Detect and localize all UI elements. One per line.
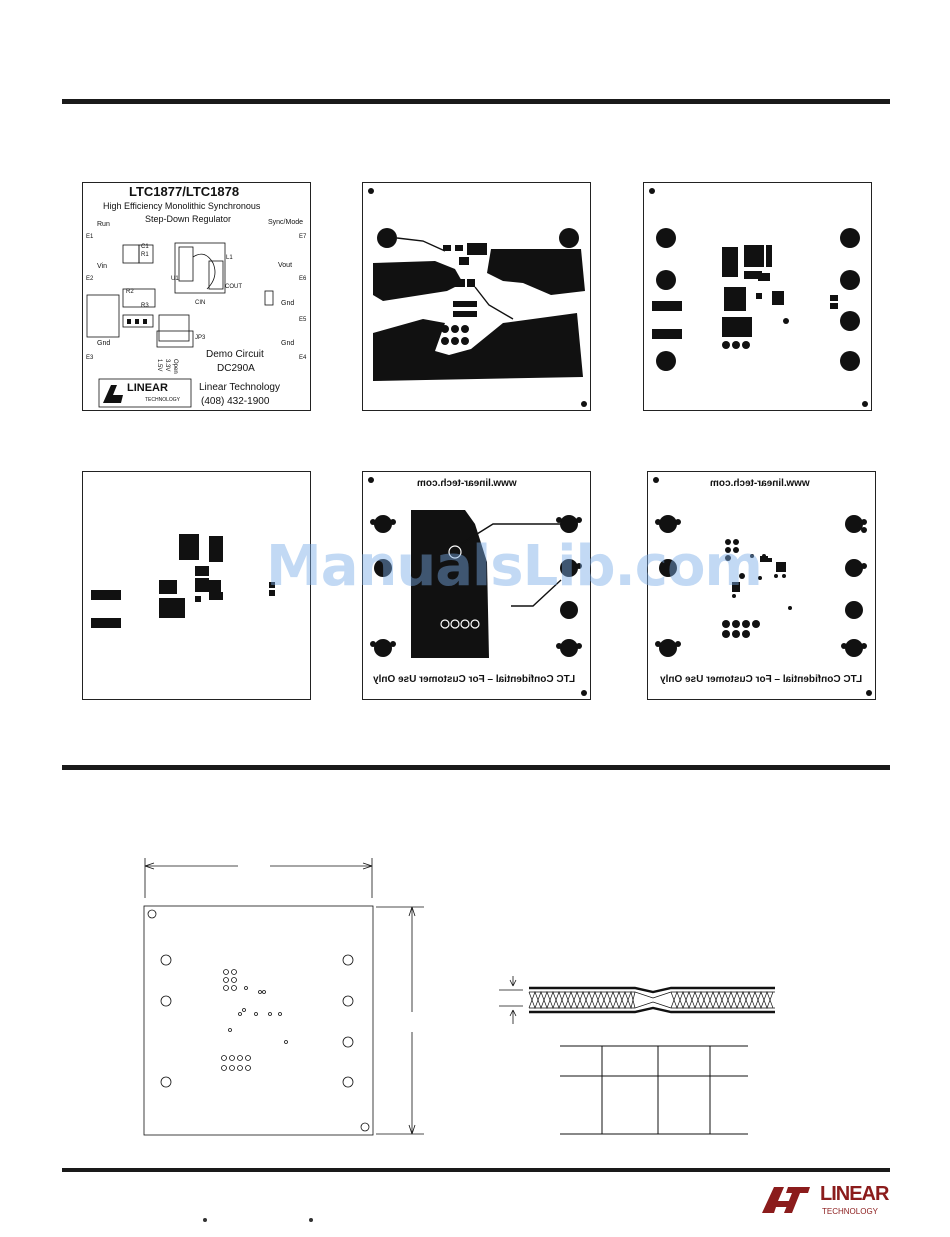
panel-soldermask-top bbox=[643, 182, 872, 411]
label-e7: E7 bbox=[299, 234, 307, 240]
middle-rule bbox=[62, 765, 890, 770]
label-e4: E4 bbox=[299, 355, 307, 361]
label-l1: L1 bbox=[226, 255, 233, 261]
label-e2: E2 bbox=[86, 276, 94, 282]
footer-logo-subtext: TECHNOLOGY bbox=[822, 1207, 879, 1216]
label-gnd-right-1: Gnd bbox=[281, 300, 295, 307]
silkscreen-outline bbox=[86, 242, 274, 408]
silk-logo-text: LINEAR bbox=[127, 382, 168, 394]
board-title: LTC1877/LTC1878 bbox=[129, 184, 240, 199]
label-run: Run bbox=[97, 221, 110, 228]
copper-top-art bbox=[368, 188, 587, 407]
label-jp3: JP3 bbox=[195, 335, 206, 341]
footer-dot-2 bbox=[309, 1218, 313, 1222]
label-gnd-left: Gnd bbox=[97, 340, 111, 347]
label-r1: R1 bbox=[141, 252, 149, 258]
label-cout: COUT bbox=[225, 284, 242, 290]
footer-rule bbox=[62, 1168, 890, 1172]
label-vout: Vout bbox=[278, 262, 293, 269]
panel-soldermask-bottom bbox=[82, 471, 311, 700]
label-cin: CIN bbox=[195, 300, 206, 306]
drill-drawing bbox=[143, 858, 424, 1136]
footer-logo-text: LINEAR bbox=[820, 1183, 889, 1205]
label-c1: C1 bbox=[141, 244, 149, 250]
panel-soldermask-bottom-mirror: www.linear-tech.com LTC Confidential – F… bbox=[647, 471, 876, 700]
label-company: Linear Technology bbox=[199, 382, 280, 393]
label-e3: E3 bbox=[86, 355, 94, 361]
label-r3: R3 bbox=[141, 303, 149, 309]
stackup-diagram bbox=[499, 976, 775, 1024]
soldermask-top-art bbox=[649, 188, 868, 407]
label-r2: R2 bbox=[126, 289, 134, 295]
soldermask-bottom-art bbox=[91, 534, 275, 628]
label-e1: E1 bbox=[86, 234, 94, 240]
footer-dot-1 bbox=[203, 1218, 207, 1222]
silk-logo-subtext: TECHNOLOGY bbox=[145, 397, 181, 403]
label-sync-mode: Sync/Mode bbox=[268, 219, 304, 226]
label-e6: E6 bbox=[299, 276, 307, 282]
drill-table bbox=[560, 1045, 748, 1135]
label-e5: E5 bbox=[299, 317, 307, 323]
board-subtitle-2: Step-Down Regulator bbox=[145, 214, 232, 224]
label-gnd-right-2: Gnd bbox=[281, 340, 295, 347]
panel-copper-top bbox=[362, 182, 591, 411]
linear-logo-icon bbox=[762, 1187, 810, 1213]
label-vin: Vin bbox=[97, 263, 107, 270]
soldermask-bottom-mirror-art bbox=[653, 477, 872, 696]
panel-copper-bottom: www.linear-tech.com LTC Confidential – F… bbox=[362, 471, 591, 700]
top-rule bbox=[62, 99, 890, 104]
label-demo-circuit: Demo Circuit bbox=[206, 349, 264, 360]
label-demo-id: DC290A bbox=[217, 363, 255, 374]
watermark: ManualsLib.com bbox=[266, 534, 763, 599]
board-subtitle-1: High Efficiency Monolithic Synchronous bbox=[103, 201, 261, 211]
panel-silkscreen-top: LTC1877/LTC1878 High Efficiency Monolith… bbox=[82, 182, 311, 411]
label-phone: (408) 432-1900 bbox=[201, 396, 270, 407]
copper-bottom-art bbox=[368, 477, 587, 696]
